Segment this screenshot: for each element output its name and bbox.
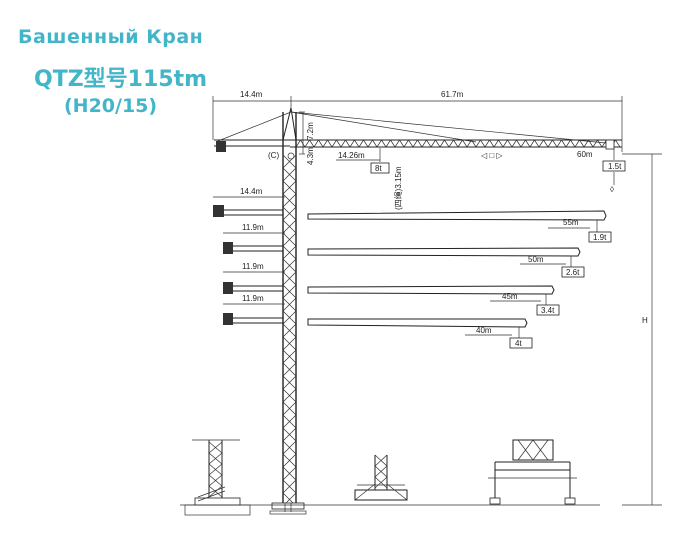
top-dimension-line: 14.4m 61.7m: [212, 90, 623, 152]
jib-config-55m: 55m 1.9t: [307, 210, 612, 243]
svg-text:11.9m: 11.9m: [242, 262, 264, 271]
slewing-mark: (C): [268, 151, 279, 160]
trolley-14m: 14.26m 8t (四绳)3.15m: [336, 148, 403, 210]
model-code: (H20/15): [64, 95, 158, 117]
svg-text:2.6t: 2.6t: [566, 268, 580, 277]
inner-load-label: 8t: [375, 164, 382, 173]
svg-text:40m: 40m: [476, 326, 492, 335]
model-title: QTZ型号115tm: [34, 67, 208, 92]
tip-load-label: 1.5t: [608, 162, 622, 171]
counter-jib-length: 14.4m: [240, 90, 263, 99]
trolley-reach-label: 14.26m: [338, 151, 365, 160]
tower-head: 7.2m 4.3m (C): [217, 107, 607, 165]
main-jib-length: 61.7m: [441, 90, 464, 99]
tower-head-height: 7.2m: [306, 122, 315, 140]
svg-text:45m: 45m: [502, 292, 518, 301]
counter-jib-top: [214, 139, 290, 152]
base-chassis: [354, 454, 408, 501]
svg-text:55m: 55m: [563, 218, 579, 227]
jib-config-45m: 45m 3.4t: [307, 285, 560, 316]
base-portal-gantry: [488, 439, 577, 505]
base-fixed-anchor: [184, 439, 251, 516]
counter-jib-config-4: 11.9m: [223, 262, 285, 294]
title-russian: Башенный Кран: [18, 26, 204, 48]
jib-config-40m: 40m 4t: [307, 318, 533, 349]
jib-config-50m: 50m 2.6t: [307, 247, 585, 278]
max-radius-label: 60m: [577, 150, 593, 159]
svg-text:4t: 4t: [515, 339, 522, 348]
svg-text:3.4t: 3.4t: [541, 306, 555, 315]
counter-jib-config-5: 11.9m: [223, 294, 285, 325]
trolley-marker: ◁ □ ▷: [481, 151, 503, 160]
tower-mast: [269, 112, 307, 515]
svg-text:50m: 50m: [528, 255, 544, 264]
counter-jib-config-2: 14.4m: [213, 187, 285, 217]
svg-text:11.9m: 11.9m: [242, 294, 264, 303]
svg-text:14.4m: 14.4m: [240, 187, 263, 196]
mast-reeving-label: (四绳)3.15m: [393, 166, 403, 210]
height-label: H: [642, 316, 648, 325]
svg-text:1.9t: 1.9t: [593, 233, 607, 242]
upper-section-height: 4.3m: [306, 147, 315, 165]
main-jib: ◁ □ ▷ 60m 1.5t ◊: [290, 139, 626, 194]
counter-jib-config-3: 11.9m: [223, 223, 285, 254]
height-dimension: H: [622, 153, 662, 506]
svg-text:11.9m: 11.9m: [242, 223, 264, 232]
hook-icon: ◊: [610, 185, 614, 194]
